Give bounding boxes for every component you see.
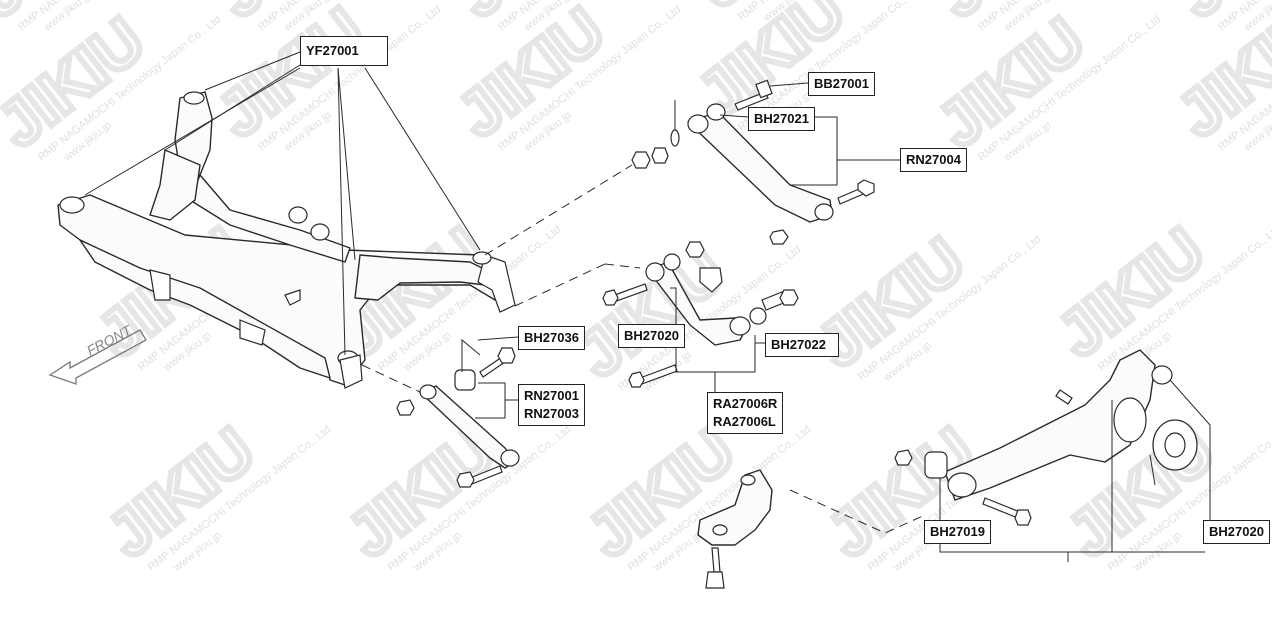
part-label-bb27001: BB27001 [808,72,875,96]
lower-link-drawing [396,347,520,488]
part-label-bh27020-upper: BH27020 [618,324,685,348]
part-label-rn27001-rn27003: RN27001 RN27003 [518,384,585,426]
part-label-bh27036: BH27036 [518,326,585,350]
part-label-ra27006l: RA27006L [713,414,776,429]
part-label-rn27003: RN27003 [524,406,579,421]
upper-arm-drawing [631,79,875,245]
leader-lines [84,51,1211,562]
knuckle-drawing [894,349,1198,526]
dashed-connections [361,164,926,534]
part-label-yf27001: YF27001 [300,36,388,66]
bracket-drawing [697,469,773,589]
part-label-bh27020-lower: BH27020 [1203,520,1270,544]
part-label-bh27019: BH27019 [924,520,991,544]
part-label-bh27021: BH27021 [748,107,815,131]
front-direction-arrow: FRONT [48,321,147,385]
middle-arm-drawing [602,241,799,388]
part-label-ra27006r: RA27006R [713,396,778,411]
part-label-bh27022: BH27022 [765,333,839,357]
subframe-drawing [57,91,516,389]
front-label: FRONT [84,321,135,358]
part-label-ra27006: RA27006R RA27006L [707,392,784,434]
part-label-rn27001: RN27001 [524,388,579,403]
part-label-rn27004: RN27004 [900,148,967,172]
